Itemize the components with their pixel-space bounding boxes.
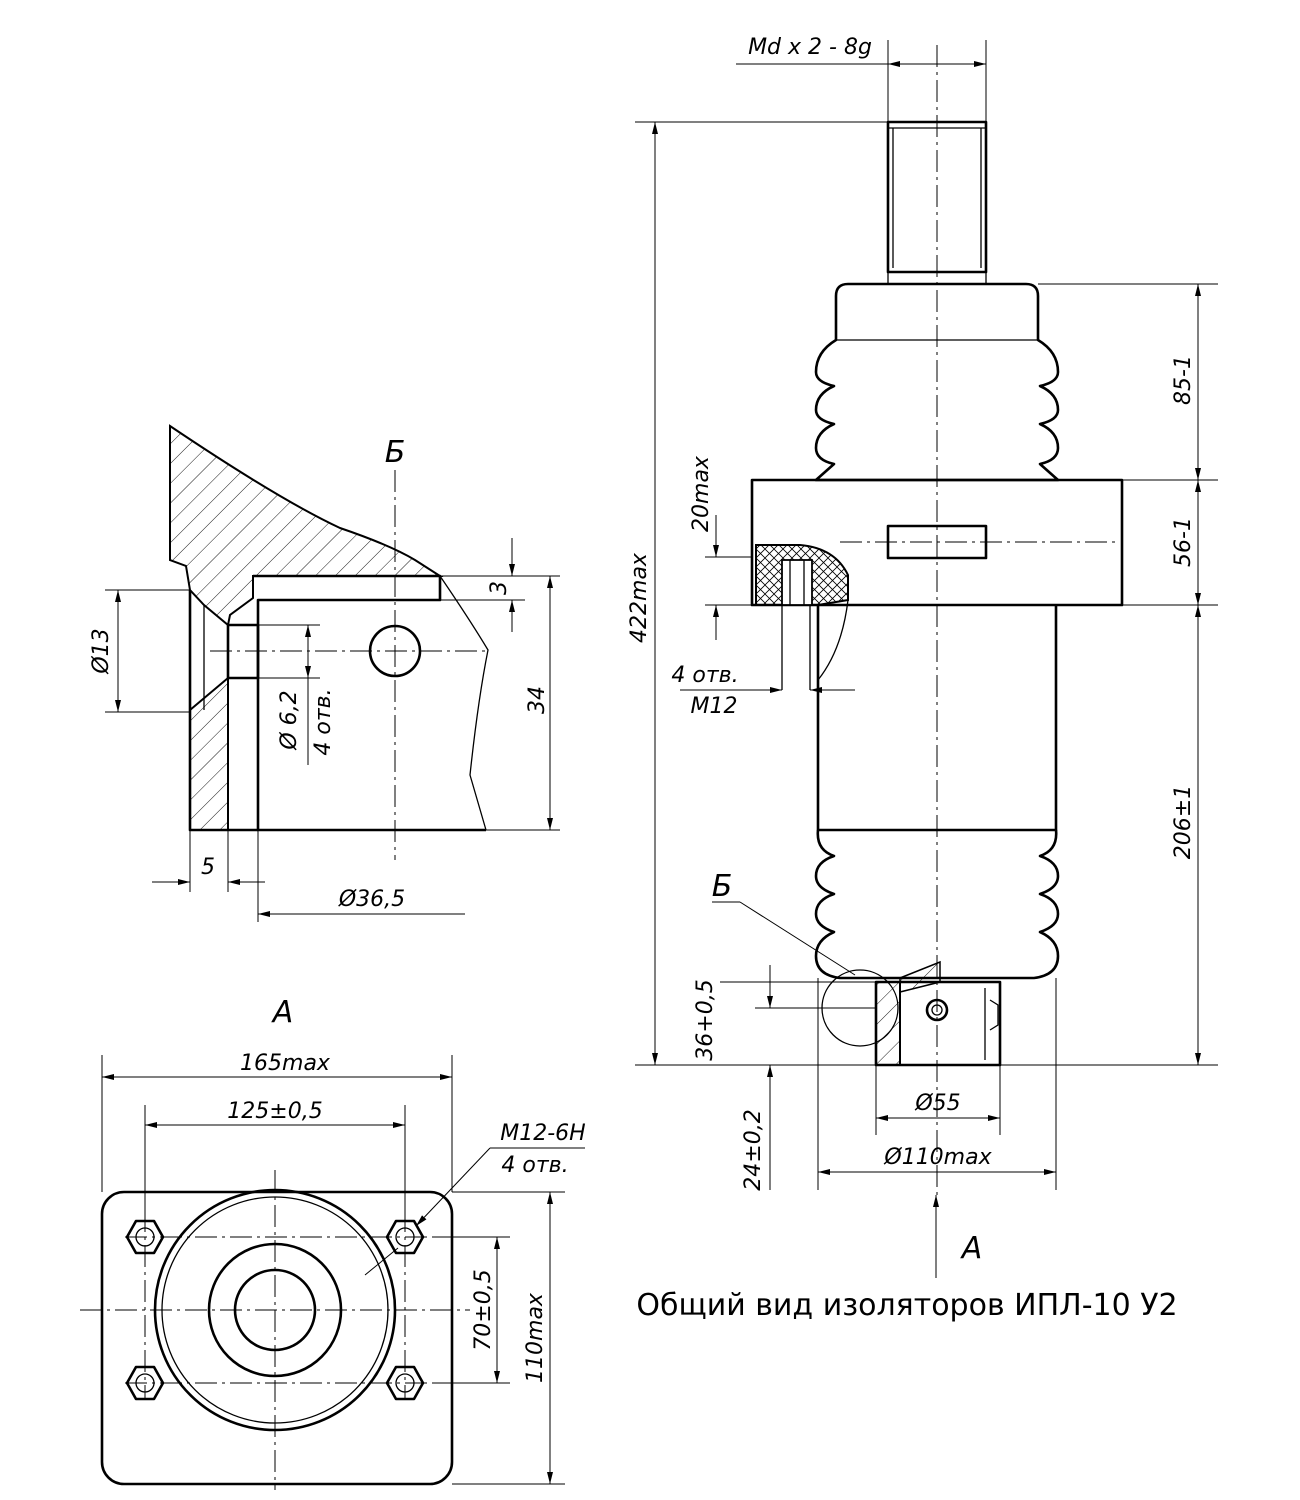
bottom-offset-label: 24±0,2	[741, 1109, 766, 1190]
top-part-label: 85-1	[1171, 355, 1196, 405]
height-34-label: 34	[525, 686, 550, 714]
hole-spacing-x-label: 125±0,5	[227, 1099, 322, 1124]
dim-5-label: 5	[201, 855, 215, 880]
drawing-caption: Общий вид изоляторов ИПЛ-10 У2	[636, 1288, 1177, 1323]
main-extension-lines	[635, 40, 1218, 1190]
hole-spacing-y-label: 70±0,5	[471, 1269, 496, 1350]
main-dimension-lines	[652, 61, 1201, 1278]
detail-holes-label: 4 отв.	[311, 688, 336, 755]
thread-label: Md x 2 - 8g	[748, 35, 872, 60]
flange-height-label: 56-1	[1171, 517, 1196, 567]
width-max-label: 165max	[240, 1051, 331, 1076]
thread-m12-label: M12-6H	[500, 1121, 585, 1146]
hex-nut-bottom-right	[385, 1365, 425, 1401]
view-a-arrow-label: А	[960, 1231, 983, 1266]
main-view: Md x 2 - 8g 422max 85-1 56-1 206±1 20max…	[627, 35, 1218, 1278]
hex-nut-bottom-left	[125, 1365, 165, 1401]
view-a-title: А	[271, 995, 294, 1030]
dia-365-label: Ø36,5	[338, 887, 405, 912]
view-a-holes-label: 4 отв.	[501, 1153, 568, 1178]
holes-count-label: 4 отв.	[671, 663, 738, 688]
view-a: А 165max 125±0,5 M12-6H 4 отв. 70±0,5 11…	[80, 995, 586, 1490]
hex-nut-top-left	[125, 1219, 165, 1255]
body-diameter-label: Ø110max	[883, 1145, 992, 1170]
detail-b-marker: Б	[712, 869, 733, 904]
flange-offset-label: 20max	[689, 455, 714, 532]
detail-b-title: Б	[385, 435, 406, 470]
bottom-step-label: 36+0,5	[693, 979, 718, 1060]
dim-3-label: 3	[487, 581, 512, 595]
bore-diameter-label: Ø55	[914, 1091, 960, 1116]
threaded-stud	[886, 120, 988, 284]
dia-62-label: Ø 6,2	[277, 690, 302, 750]
holes-thread-label: M12	[691, 694, 738, 719]
flange	[750, 478, 1124, 690]
body-height-label: 206±1	[1171, 785, 1196, 859]
overall-height-label: 422max	[627, 552, 652, 643]
dia-13-label: Ø13	[89, 628, 114, 674]
hex-nut-top-right	[385, 1219, 425, 1255]
height-max-label: 110max	[523, 1292, 548, 1383]
detail-b: Б Ø13 Ø 6,2 4 отв. 34 3 5 Ø36,5	[89, 424, 560, 922]
